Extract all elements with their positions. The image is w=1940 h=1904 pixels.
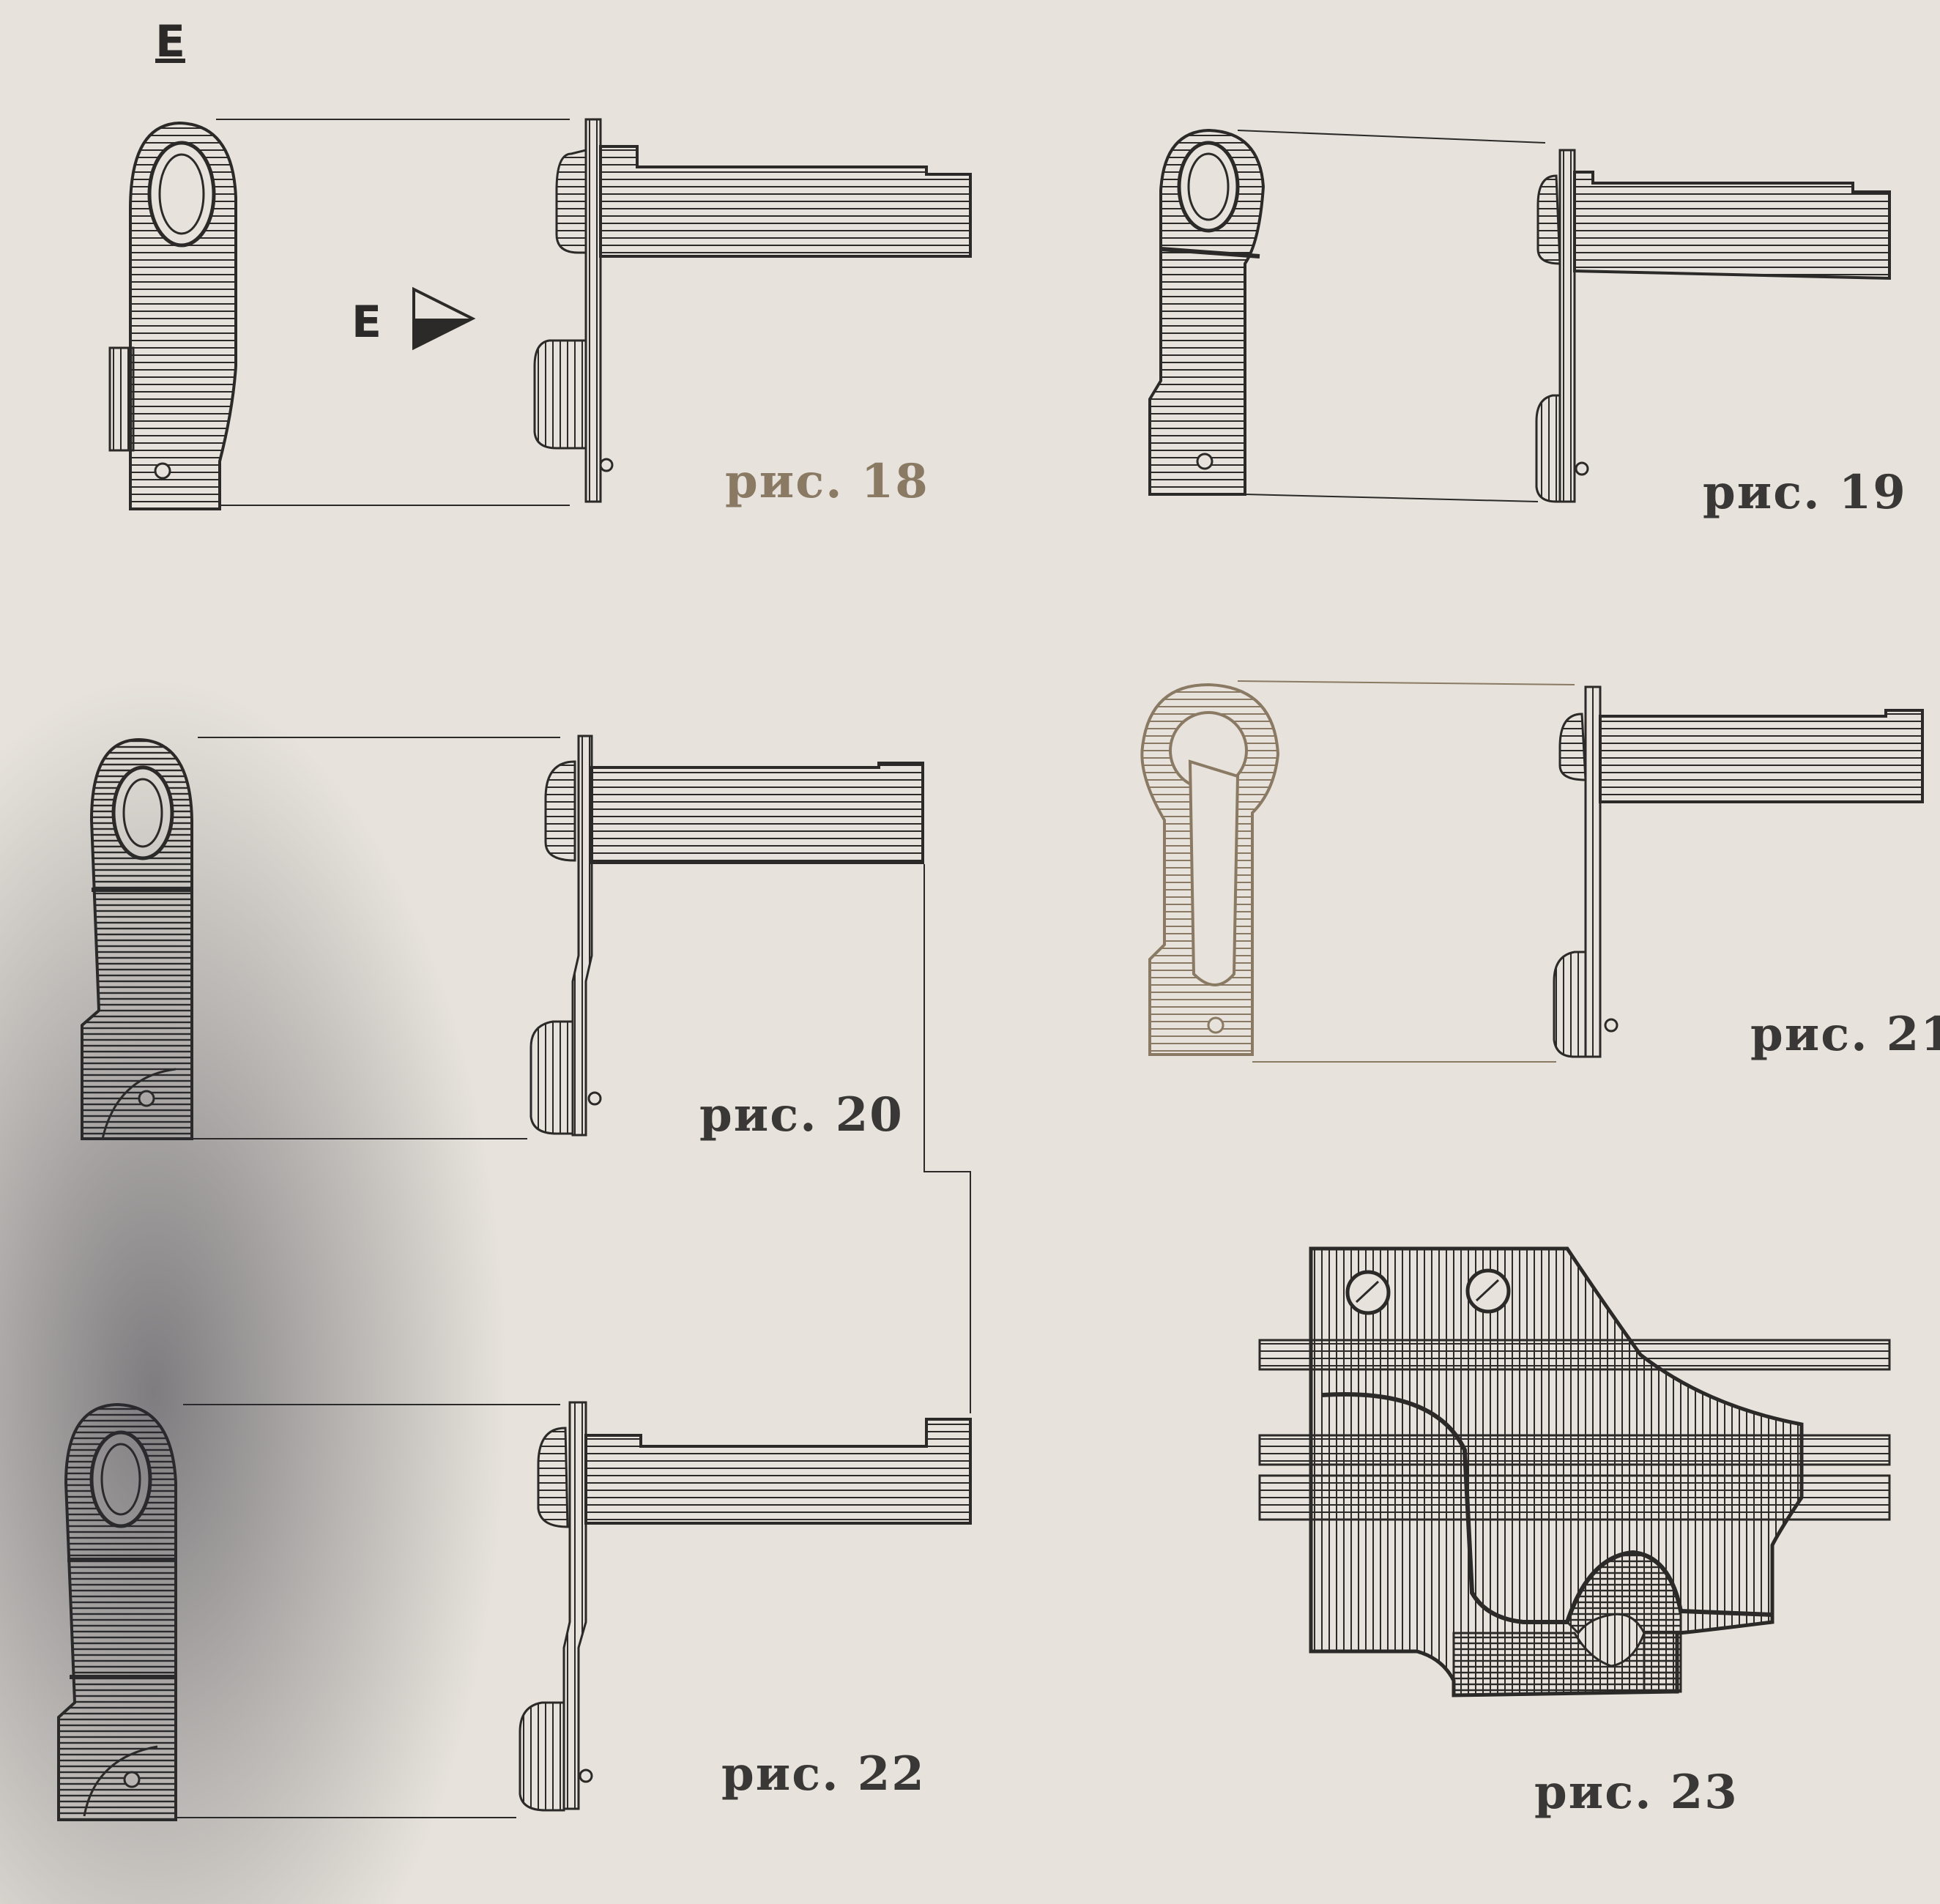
figure-caption-18: рис. 18 <box>725 454 929 509</box>
lever-side-view <box>533 118 972 503</box>
figure-18 <box>108 118 972 510</box>
section-arrow-label: E <box>352 297 382 348</box>
lever-front-view <box>57 1402 177 1821</box>
figure-23 <box>1258 1246 1891 1697</box>
projection-line <box>1244 494 1539 502</box>
lever-side-view <box>1553 685 1924 1058</box>
figure-21 <box>1140 680 1924 1063</box>
mount-block <box>1309 1246 1804 1697</box>
section-arrow <box>412 286 476 351</box>
figure-caption-19: рис. 19 <box>1703 465 1907 520</box>
figure-caption-23: рис. 23 <box>1534 1765 1739 1820</box>
lever-side-view <box>529 735 924 1137</box>
figure-19 <box>1148 128 1891 503</box>
projection-line <box>1237 130 1546 144</box>
section-label: E <box>155 16 185 67</box>
lever-side-view <box>1535 149 1891 503</box>
lever-front-view <box>81 737 193 1140</box>
figure-caption-21: рис. 21 <box>1750 1007 1940 1062</box>
lever-front-view <box>1140 683 1280 1056</box>
figure-caption-20: рис. 20 <box>699 1087 904 1142</box>
lever-front-view <box>108 121 237 510</box>
figure-20 <box>81 735 971 1413</box>
projection-line <box>1237 680 1575 685</box>
lever-front-view <box>1148 128 1266 496</box>
connector-line <box>923 864 971 1413</box>
figure-caption-22: рис. 22 <box>721 1747 926 1801</box>
